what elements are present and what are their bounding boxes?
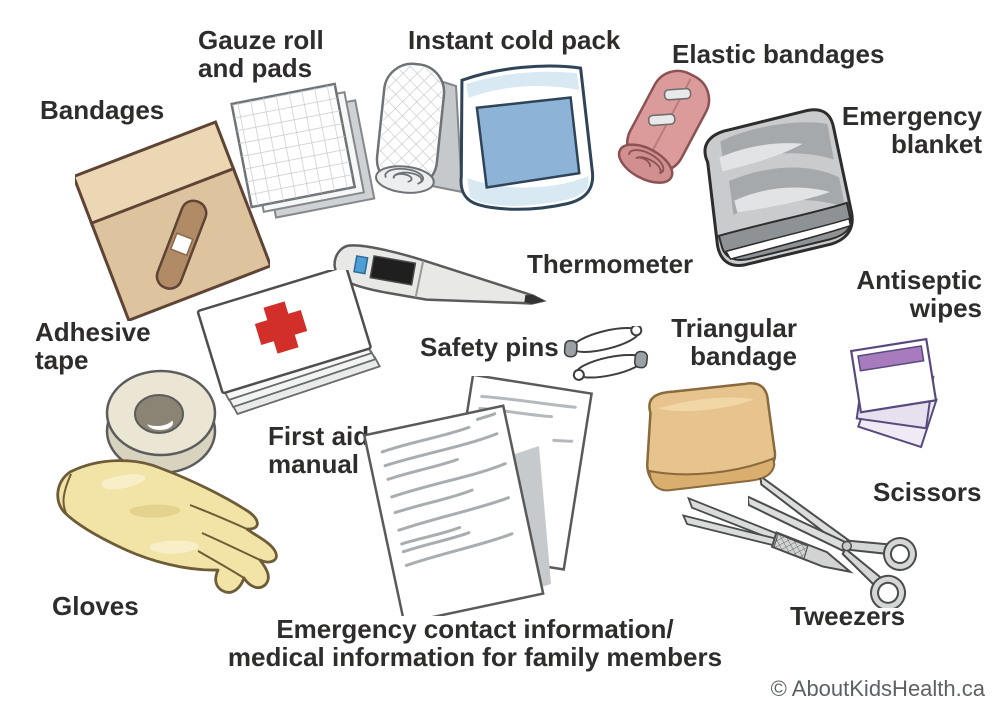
- gauze-label: Gauze roll and pads: [198, 25, 324, 83]
- emergency-contact-label: Emergency contact information/ medical i…: [227, 614, 723, 672]
- scissors-icon: [746, 473, 973, 613]
- antiseptic-wipes-label: Antiseptic wipes: [856, 265, 982, 323]
- contact-papers-icon: [355, 373, 595, 625]
- gauze-roll-icon: [360, 56, 470, 219]
- triangular-bandage-label: Triangular bandage: [671, 313, 797, 371]
- scissors-label: Scissors: [873, 477, 982, 507]
- emergency-blanket-label: Emergency blanket: [841, 101, 982, 159]
- tweezers-icon: [681, 496, 872, 601]
- thermometer-label: Thermometer: [527, 249, 694, 279]
- triangular-bandage-icon: [632, 380, 780, 507]
- thermometer-icon: [330, 236, 565, 316]
- bandages-label: Bandages: [40, 95, 165, 125]
- safety-pins-icon: [556, 324, 666, 401]
- adhesive-tape-label: Adhesive tape: [35, 317, 151, 375]
- gloves-label: Gloves: [52, 591, 139, 621]
- safety-pins-label: Safety pins: [420, 332, 559, 362]
- bandages-box-icon: [71, 116, 273, 326]
- instant-cold-pack-label: Instant cold pack: [408, 25, 621, 55]
- adhesive-tape-icon: [98, 353, 226, 486]
- antiseptic-wipes-icon: [838, 328, 958, 473]
- gloves-icon: [42, 452, 292, 612]
- elastic-bandage-icon: [608, 66, 723, 206]
- elastic-bandages-label: Elastic bandages: [672, 39, 885, 69]
- first-aid-manual-label: First aid manual: [268, 421, 370, 479]
- cold-pack-icon: [442, 56, 614, 229]
- gauze-pads-icon: [222, 80, 377, 235]
- first-aid-manual-icon: [188, 265, 388, 430]
- emergency-blanket-icon: [680, 106, 865, 286]
- copyright-text: © AboutKidsHealth.ca: [770, 676, 985, 701]
